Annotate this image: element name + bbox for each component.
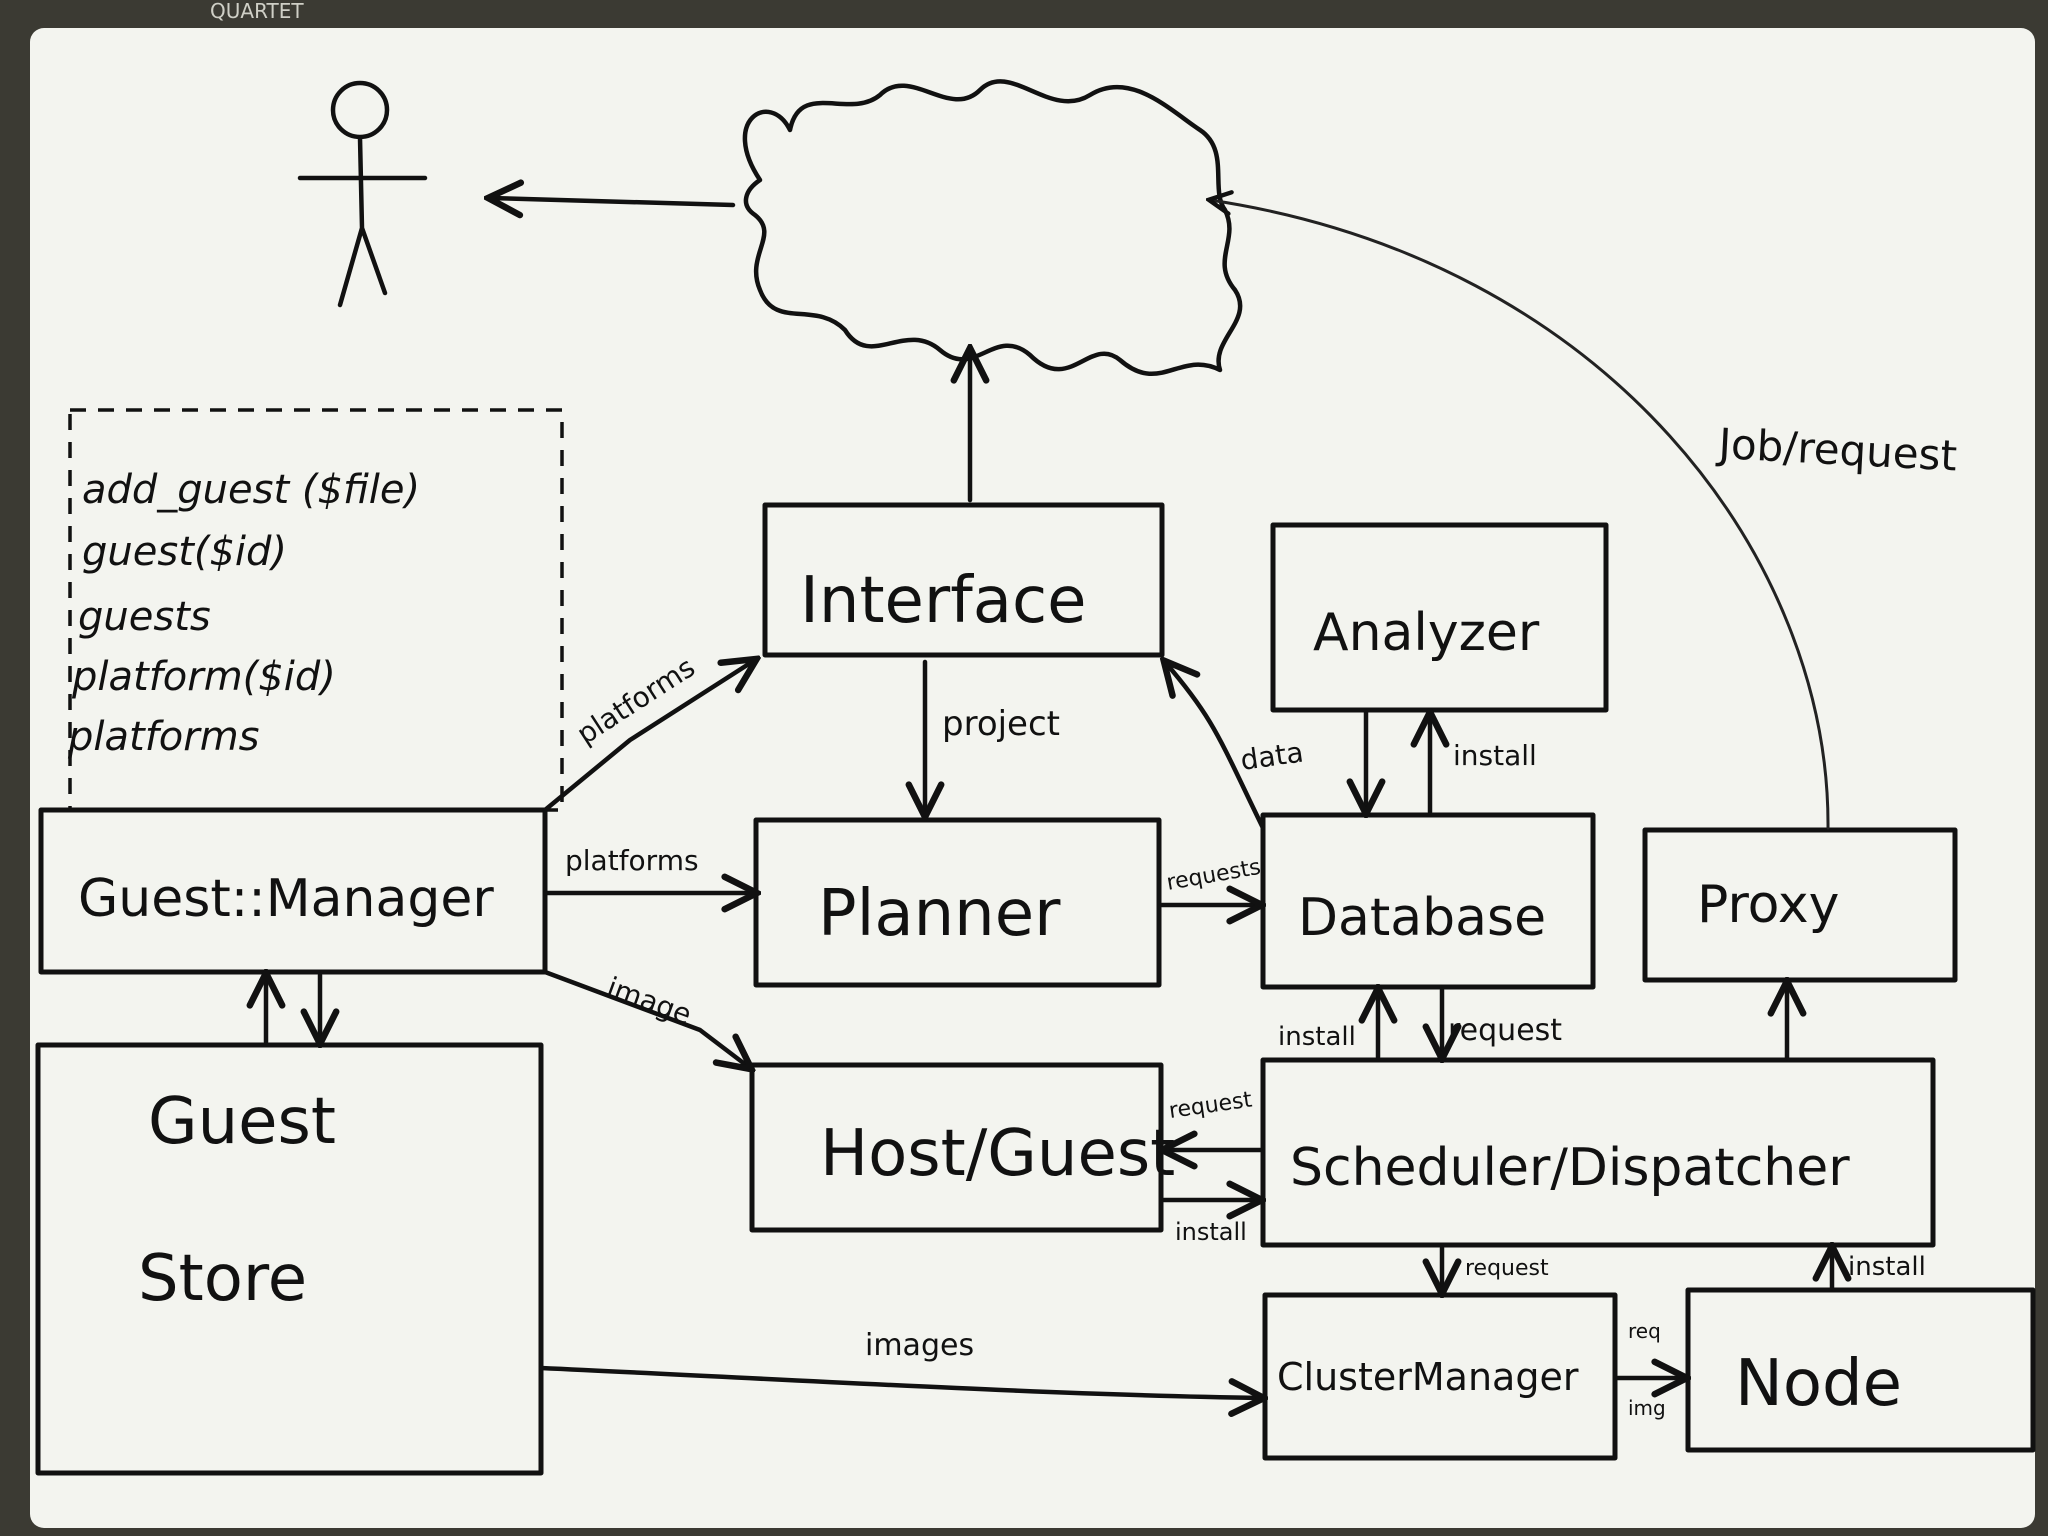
- database-to-interface-arrow: [1165, 662, 1266, 831]
- whiteboard-surface: [30, 28, 2035, 1528]
- api-item: platform($id): [71, 654, 336, 700]
- cluster-manager-label: ClusterManager: [1277, 1355, 1579, 1399]
- edge-label-install-database: install: [1278, 1022, 1356, 1052]
- guest-manager-label: Guest::Manager: [78, 869, 494, 929]
- cloud-to-user-arrow: [490, 198, 736, 205]
- edge-label-project: project: [942, 704, 1060, 744]
- store-to-cluster-arrow: [538, 1365, 1262, 1398]
- edge-label-install-host: install: [1175, 1218, 1247, 1246]
- scheduler-dispatcher-label: Scheduler/Dispatcher: [1290, 1138, 1850, 1198]
- network-cloud: [742, 79, 1243, 377]
- node-label: Node: [1735, 1347, 1902, 1421]
- guest-manager-to-interface-arrow: [542, 660, 755, 813]
- host-guest-label: Host/Guest: [820, 1117, 1175, 1191]
- api-item: guest($id): [82, 529, 287, 575]
- edge-label-req: req: [1628, 1319, 1661, 1343]
- scheduler-dispatcher-box: [1260, 1057, 1936, 1248]
- edge-label-request-cluster: request: [1465, 1256, 1549, 1281]
- proxy-label: Proxy: [1697, 875, 1839, 935]
- interface-label: Interface: [800, 564, 1087, 638]
- api-list-frame: [68, 408, 564, 812]
- user-figure: [297, 80, 428, 308]
- edge-label-request-database: request: [1448, 1013, 1562, 1048]
- api-item: add_guest ($file): [82, 467, 420, 513]
- analyzer-label: Analyzer: [1313, 603, 1540, 663]
- brand-label: QUARTET: [210, 0, 304, 23]
- database-label: Database: [1298, 888, 1546, 948]
- edge-label-install-node: install: [1848, 1252, 1926, 1282]
- edge-label-images: images: [865, 1328, 974, 1363]
- edge-label-install-analyzer: install: [1453, 739, 1537, 772]
- guest-store-label-line1: Guest: [148, 1085, 336, 1159]
- guest-store-label-line2: Store: [138, 1242, 307, 1316]
- edge-label-img: img: [1628, 1396, 1666, 1420]
- api-item: platforms: [67, 714, 260, 760]
- edge-label-platforms-planner: platforms: [565, 844, 699, 877]
- proxy-to-cloud-arrow: [1210, 200, 1830, 830]
- api-item: guests: [78, 594, 211, 640]
- guest-manager-to-host-arrow: [542, 969, 750, 1068]
- interface-box: [762, 502, 1165, 658]
- guest-store-box: [35, 1042, 544, 1476]
- planner-label: Planner: [818, 877, 1061, 951]
- whiteboard-top-frame: [0, 0, 2048, 26]
